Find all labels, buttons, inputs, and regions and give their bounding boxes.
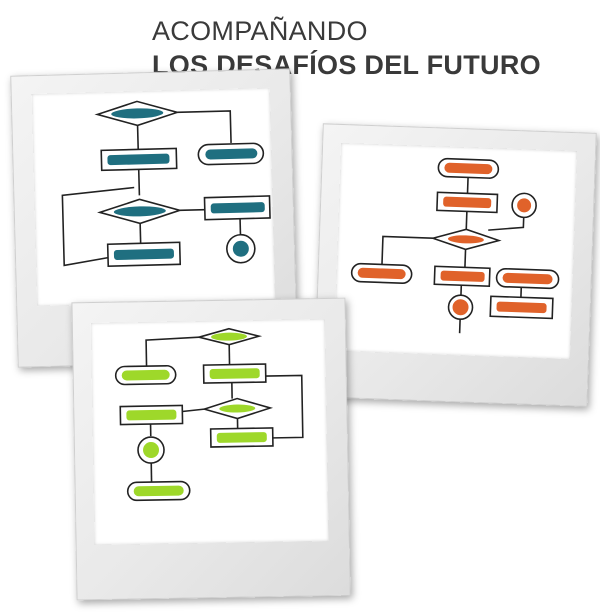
headline-line1: ACOMPAÑANDO (152, 16, 368, 46)
polaroid-teal-flowchart (10, 68, 298, 368)
photo-orange (333, 142, 578, 360)
flowchart-teal (61, 100, 271, 268)
polaroid-green-flowchart (71, 297, 351, 601)
flowchart-green (114, 327, 304, 502)
flowchart-orange (350, 157, 560, 334)
photo-teal (31, 87, 276, 307)
green-fills (121, 332, 267, 497)
polaroid-orange-flowchart (313, 123, 597, 407)
orange-fills (357, 162, 553, 316)
photo-green (90, 318, 329, 546)
teal-fills (107, 108, 265, 260)
